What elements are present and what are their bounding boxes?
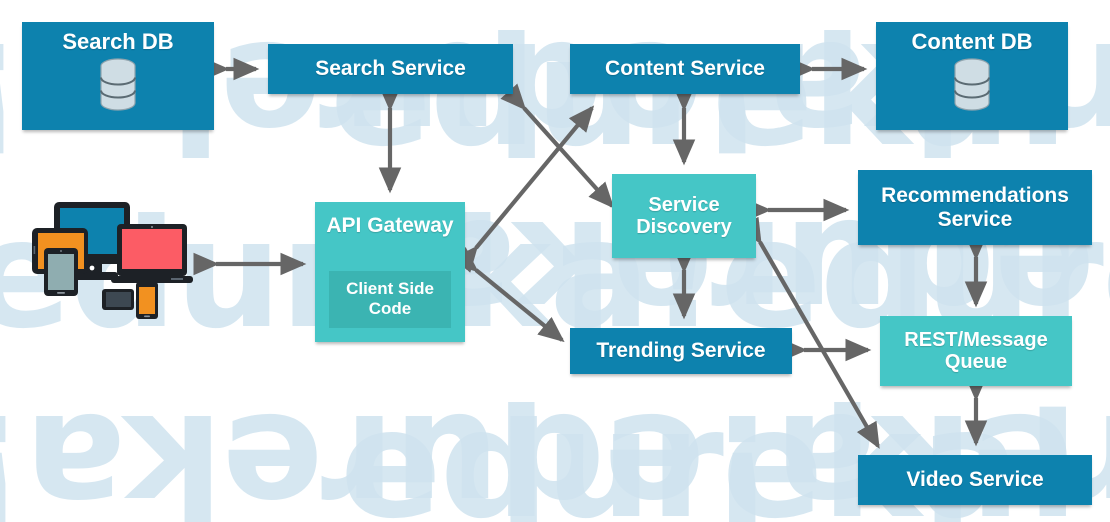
node-content-db-label: Content DB: [911, 29, 1033, 54]
arrow-apigateway-trendingservice: [451, 246, 565, 343]
database-icon: [954, 58, 990, 111]
arrow-searchservice-servicediscovery: [500, 83, 615, 209]
node-video-service-label: Video Service: [906, 468, 1044, 492]
node-rest-message-queue-label: REST/Message Queue: [904, 328, 1048, 373]
node-api-gateway[interactable]: API Gateway Client Side Code: [315, 202, 465, 342]
node-recommendations-service-label: Recommendations Service: [881, 183, 1069, 231]
node-content-service[interactable]: Content Service: [570, 44, 800, 94]
arrow-apigateway-contentservice: [452, 105, 595, 273]
phone-portrait-icon: [136, 282, 158, 319]
node-video-service[interactable]: Video Service: [858, 455, 1092, 505]
database-icon: [100, 58, 136, 111]
node-service-discovery-label: Service Discovery: [636, 193, 732, 238]
node-search-db-label: Search DB: [62, 29, 174, 54]
phone-landscape-icon: [102, 289, 134, 310]
node-api-gateway-label: API Gateway: [326, 214, 454, 237]
client-side-code-panel[interactable]: Client Side Code: [329, 270, 451, 328]
node-content-service-label: Content Service: [605, 57, 765, 81]
node-rest-message-queue[interactable]: REST/Message Queue: [880, 316, 1072, 386]
devices-cluster-icon[interactable]: [14, 196, 204, 336]
node-search-service[interactable]: Search Service: [268, 44, 513, 94]
node-service-discovery[interactable]: Service Discovery: [612, 174, 756, 258]
node-content-db[interactable]: Content DB: [876, 22, 1068, 130]
node-trending-service[interactable]: Trending Service: [570, 328, 792, 374]
node-recommendations-service[interactable]: Recommendations Service: [858, 170, 1092, 245]
node-search-db[interactable]: Search DB: [22, 22, 214, 130]
node-search-service-label: Search Service: [315, 57, 466, 81]
laptop-icon: [111, 224, 193, 283]
watermark-text: edureka!: [0, 380, 705, 522]
tablet-portrait-icon: [44, 248, 78, 296]
node-trending-service-label: Trending Service: [596, 339, 766, 363]
